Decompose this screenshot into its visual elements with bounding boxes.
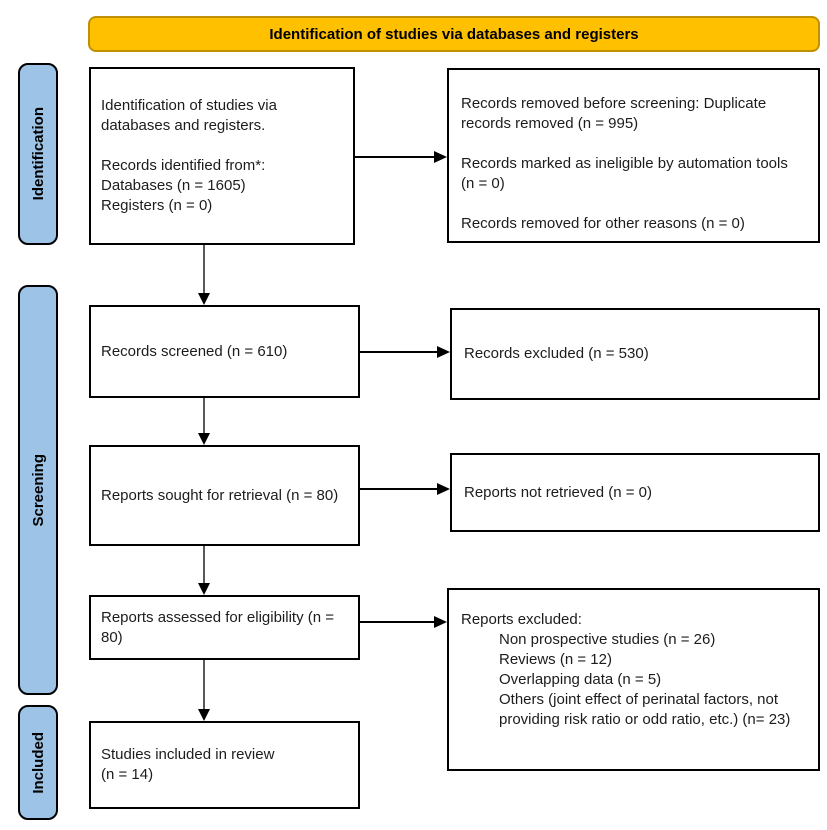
arrow-identified-to-removed-line xyxy=(355,156,435,158)
arrow-sought-to-notretrieved-line xyxy=(360,488,438,490)
stage-label-included: Included xyxy=(18,705,58,820)
stage-label-screening: Screening xyxy=(18,285,58,695)
arrow-sought-to-notretrieved-head xyxy=(437,483,450,495)
arrow-identified-to-removed-head xyxy=(434,151,447,163)
box-records-excluded-text: Records excluded (n = 530) xyxy=(464,345,649,363)
reports-excluded-item: Others (joint effect of perinatal factor… xyxy=(499,690,791,728)
box-studies-included-text: Studies included in review (n = 14) xyxy=(101,746,275,783)
arrow-screened-to-sought-head xyxy=(198,433,210,445)
reports-excluded-item: Overlapping data (n = 5) xyxy=(499,670,662,688)
arrow-assessed-to-reportsexcluded-head xyxy=(434,616,447,628)
arrow-identified-to-screened-head xyxy=(198,293,210,305)
box-records-excluded: Records excluded (n = 530) xyxy=(450,308,820,400)
box-records-screened-text: Records screened (n = 610) xyxy=(101,342,288,360)
arrow-assessed-to-included-head xyxy=(198,709,210,721)
box-reports-excluded-heading: Reports excluded: xyxy=(461,611,582,628)
box-reports-sought-text: Reports sought for retrieval (n = 80) xyxy=(101,486,339,504)
box-records-identified: Identification of studies via databases … xyxy=(89,67,355,245)
box-reports-assessed-text: Reports assessed for eligibility (n = 80… xyxy=(101,608,335,646)
stage-label-identification: Identification xyxy=(18,63,58,245)
box-records-removed: Records removed before screening: Duplic… xyxy=(447,68,820,243)
arrow-screened-to-excluded-line xyxy=(360,351,438,353)
box-records-removed-text: Records removed before screening: Duplic… xyxy=(461,95,788,232)
arrow-screened-to-sought-line xyxy=(203,398,205,434)
arrow-sought-to-assessed-line xyxy=(203,546,205,584)
box-reports-excluded: Reports excluded: Non prospective studie… xyxy=(447,588,820,771)
stage-label-screening-text: Screening xyxy=(29,453,47,527)
reports-excluded-item: Non prospective studies (n = 26) xyxy=(499,630,716,648)
arrow-assessed-to-included-line xyxy=(203,660,205,710)
arrow-screened-to-excluded-head xyxy=(437,346,450,358)
stage-label-identification-text: Identification xyxy=(29,107,47,201)
box-reports-sought: Reports sought for retrieval (n = 80) xyxy=(89,445,360,546)
arrow-identified-to-screened-line xyxy=(203,245,205,294)
box-reports-assessed: Reports assessed for eligibility (n = 80… xyxy=(89,595,360,660)
box-reports-not-retrieved: Reports not retrieved (n = 0) xyxy=(450,453,820,532)
diagram-title: Identification of studies via databases … xyxy=(269,25,639,43)
diagram-title-banner: Identification of studies via databases … xyxy=(88,16,820,52)
arrow-sought-to-assessed-head xyxy=(198,583,210,595)
box-reports-not-retrieved-text: Reports not retrieved (n = 0) xyxy=(464,483,653,501)
reports-excluded-item: Reviews (n = 12) xyxy=(499,650,612,668)
arrow-assessed-to-reportsexcluded-line xyxy=(360,621,435,623)
stage-label-included-text: Included xyxy=(29,731,47,794)
box-studies-included: Studies included in review (n = 14) xyxy=(89,721,360,809)
box-records-screened: Records screened (n = 610) xyxy=(89,305,360,398)
box-records-identified-text: Identification of studies via databases … xyxy=(101,97,277,214)
